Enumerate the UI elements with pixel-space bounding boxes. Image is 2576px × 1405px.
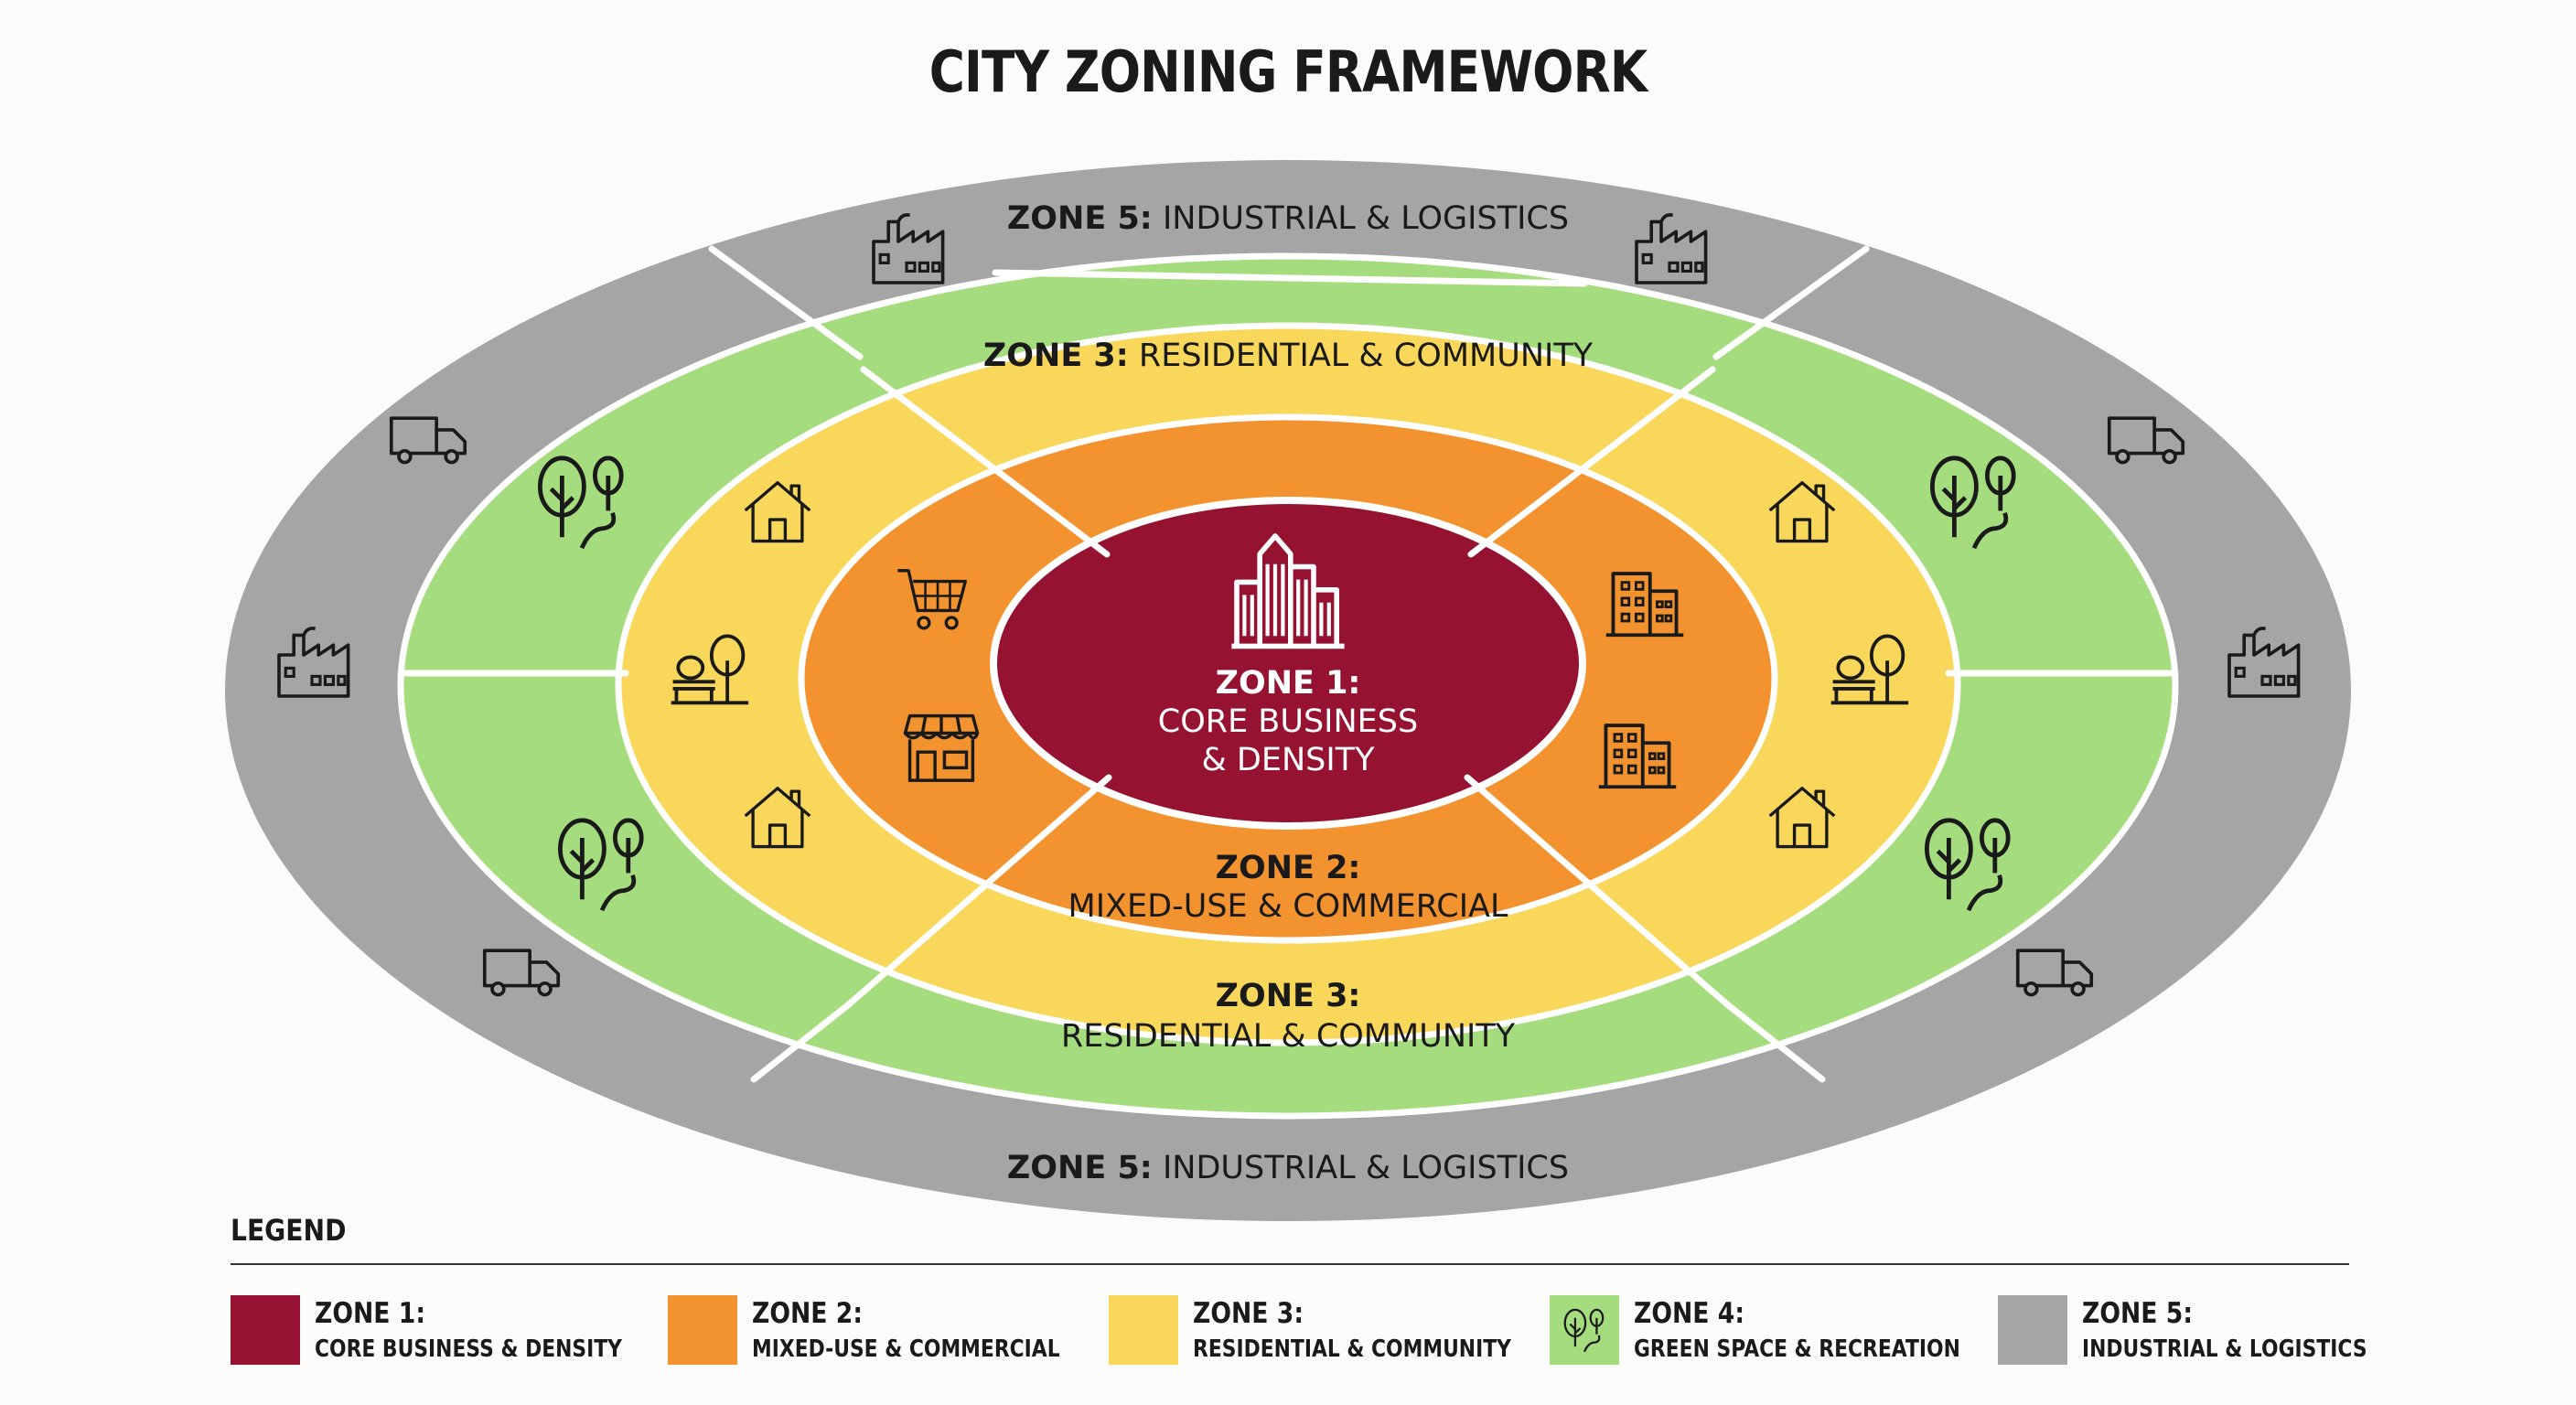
legend-swatch bbox=[1550, 1295, 1619, 1365]
sector-dividers bbox=[397, 245, 2179, 1083]
legend-zone: ZONE 2: bbox=[752, 1297, 864, 1330]
zone5-bottom-label: ZONE 5: INDUSTRIAL & LOGISTICS bbox=[1007, 1150, 1569, 1186]
legend-zone: ZONE 1: bbox=[315, 1297, 426, 1330]
trees-path-icon bbox=[1563, 1308, 1605, 1353]
zone5-top-label: ZONE 5: INDUSTRIAL & LOGISTICS bbox=[1007, 200, 1569, 237]
ring-boundaries bbox=[397, 252, 2179, 1120]
zone1-core bbox=[990, 497, 1586, 830]
zone1-label-num: ZONE 1: bbox=[1216, 665, 1361, 702]
legend-title: LEGEND bbox=[231, 1213, 347, 1248]
zone3-bottom-label-num: ZONE 3: bbox=[1216, 978, 1361, 1014]
legend-desc: INDUSTRIAL & LOGISTICS bbox=[2082, 1335, 2367, 1363]
legend-swatch bbox=[231, 1295, 300, 1365]
legend-zone: ZONE 3: bbox=[1193, 1297, 1304, 1330]
zone1-label-line2: & DENSITY bbox=[1202, 742, 1376, 778]
legend-swatch bbox=[668, 1295, 737, 1365]
legend-divider bbox=[231, 1263, 2349, 1265]
zone3-top-label: ZONE 3: RESIDENTIAL & COMMUNITY bbox=[983, 338, 1594, 374]
zone3-bottom-label-name: RESIDENTIAL & COMMUNITY bbox=[1061, 1018, 1516, 1055]
zone1-label-line1: CORE BUSINESS bbox=[1158, 703, 1418, 740]
legend-desc: CORE BUSINESS & DENSITY bbox=[315, 1335, 622, 1363]
legend-desc: GREEN SPACE & RECREATION bbox=[1634, 1335, 1960, 1363]
zone2-label-name: MIXED-USE & COMMERCIAL bbox=[1068, 888, 1508, 925]
legend-zone: ZONE 5: bbox=[2082, 1297, 2194, 1330]
legend-swatch bbox=[1998, 1295, 2067, 1365]
legend-swatch bbox=[1109, 1295, 1178, 1365]
zone2-label-num: ZONE 2: bbox=[1216, 850, 1361, 886]
legend-desc: RESIDENTIAL & COMMUNITY bbox=[1193, 1335, 1511, 1363]
diagram-title: CITY ZONING FRAMEWORK bbox=[928, 38, 1648, 105]
legend-zone: ZONE 4: bbox=[1634, 1297, 1745, 1330]
legend-desc: MIXED-USE & COMMERCIAL bbox=[752, 1335, 1060, 1363]
